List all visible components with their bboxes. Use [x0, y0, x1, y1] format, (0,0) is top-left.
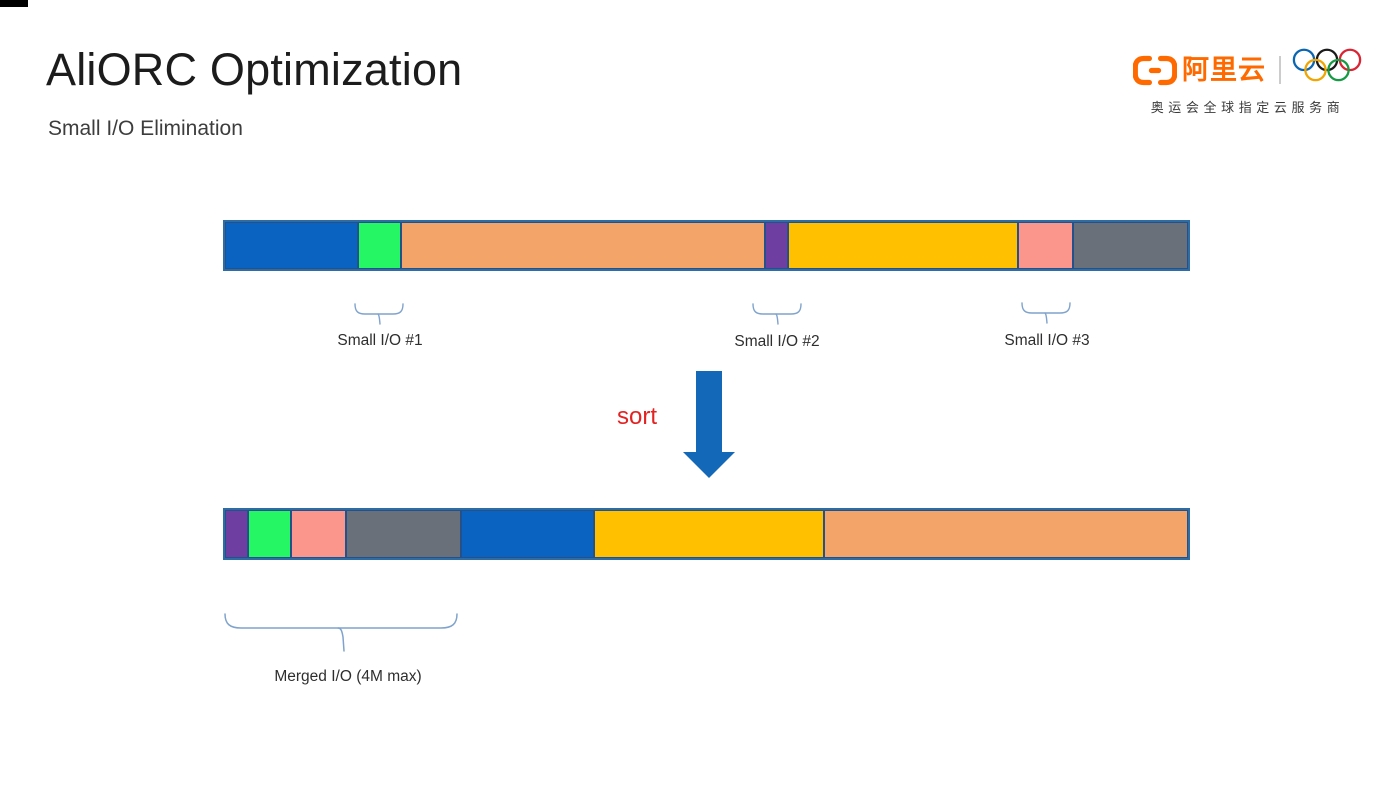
merged-io-label: Merged I/O (4M max) — [274, 668, 422, 685]
io-block-pink — [291, 510, 346, 558]
small-io-2-label: Small I/O #2 — [734, 333, 820, 350]
io-block-pink — [1018, 222, 1073, 269]
unsorted-io-bar — [223, 220, 1190, 271]
sorted-io-bar — [223, 508, 1190, 560]
io-block-gray — [1073, 222, 1188, 269]
io-block-blue — [461, 510, 594, 558]
io-block-green — [358, 222, 401, 269]
io-block-gray — [346, 510, 461, 558]
small-io-1-label: Small I/O #1 — [337, 332, 423, 349]
io-block-green — [248, 510, 291, 558]
corner-artifact — [0, 0, 28, 7]
sort-arrow-icon — [683, 371, 735, 478]
olympic-rings-icon — [1292, 48, 1362, 82]
brand-row: 阿里云 — [1133, 46, 1362, 94]
page-subtitle: Small I/O Elimination — [48, 117, 243, 140]
io-block-purple — [765, 222, 788, 269]
io-block-yellow — [788, 222, 1018, 269]
page-title: AliORC Optimization — [46, 44, 463, 95]
brace-small-io-2 — [752, 303, 802, 325]
brand-divider — [1279, 56, 1281, 84]
brand-tagline: 奥运会全球指定云服务商 — [1150, 100, 1345, 115]
small-io-3-label: Small I/O #3 — [1004, 332, 1090, 349]
alibaba-cloud-logo-icon — [1133, 55, 1177, 85]
io-block-blue — [225, 222, 358, 269]
alibaba-cloud-logo-text: 阿里云 — [1182, 54, 1266, 85]
brand-block: 阿里云 奥运会全球指定云服务商 — [1133, 46, 1362, 116]
brace-small-io-3 — [1021, 302, 1071, 324]
brace-merged-io — [224, 613, 458, 652]
io-block-orange — [824, 510, 1188, 558]
sort-label: sort — [617, 403, 658, 430]
io-block-orange — [401, 222, 765, 269]
io-block-yellow — [594, 510, 824, 558]
brace-small-io-1 — [354, 303, 404, 325]
io-block-purple — [225, 510, 248, 558]
